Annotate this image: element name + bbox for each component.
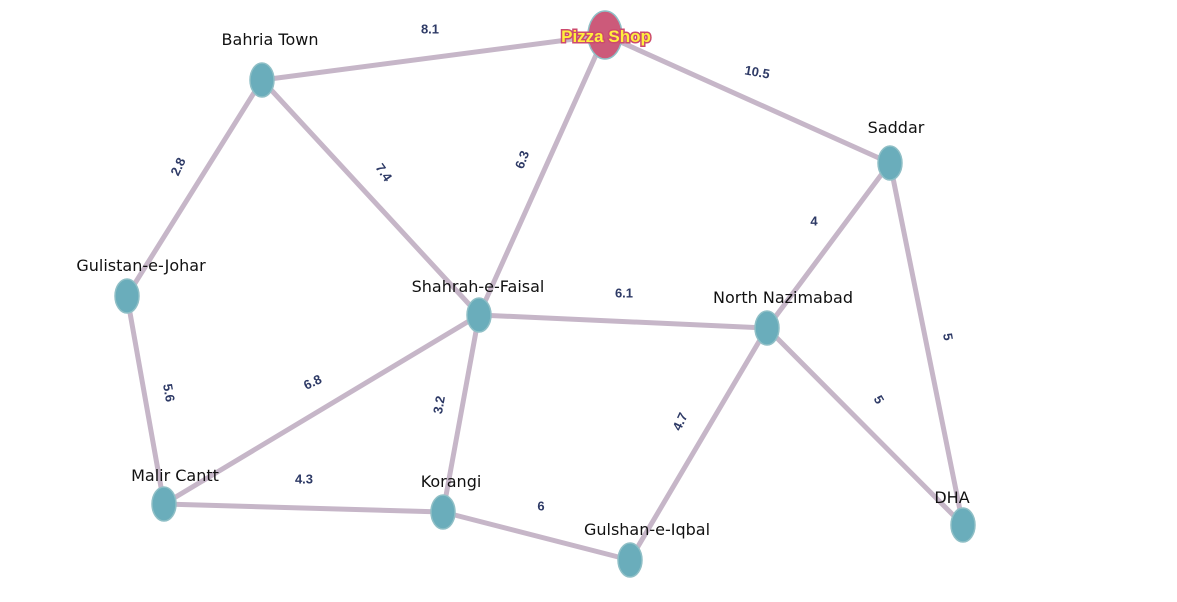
edge-bahria-gulistan xyxy=(124,77,265,299)
node-label-pizza: Pizza Shop xyxy=(561,27,651,46)
node-korangi[interactable] xyxy=(430,494,456,530)
edge-weight-pizza-saddar: 10.5 xyxy=(743,62,771,81)
node-label-dha: DHA xyxy=(934,488,969,507)
edge-weight-pizza-faisal: 6.3 xyxy=(512,149,532,171)
node-label-gulistan: Gulistan-e-Johar xyxy=(76,256,206,275)
edges-layer xyxy=(124,32,966,563)
edge-weight-faisal-nazimabad: 6.1 xyxy=(615,285,633,300)
edge-weight-korangi-gulshan: 6 xyxy=(537,498,544,513)
edge-saddar-nazimabad xyxy=(764,160,893,331)
edge-weight-bahria-gulistan: 2.8 xyxy=(167,155,188,178)
node-nazimabad[interactable] xyxy=(754,310,780,346)
edge-weight-nazimabad-gulshan: 4.7 xyxy=(669,410,690,433)
node-label-korangi: Korangi xyxy=(421,472,482,491)
node-label-nazimabad: North Nazimabad xyxy=(713,288,853,307)
edge-weight-nazimabad-dha: 5 xyxy=(871,393,888,407)
node-faisal[interactable] xyxy=(466,297,492,333)
node-labels-layer: Pizza Shop Bahria TownSaddarGulistan-e-Jo… xyxy=(76,26,969,540)
edge-bahria-pizza xyxy=(259,32,608,83)
edge-saddar-dha xyxy=(887,160,966,528)
edge-faisal-malir xyxy=(161,312,482,507)
nodes-layer xyxy=(114,10,976,578)
node-gulistan[interactable] xyxy=(114,278,140,314)
node-malir[interactable] xyxy=(151,486,177,522)
edge-nazimabad-dha xyxy=(764,325,966,528)
node-label-bahria: Bahria Town xyxy=(222,30,319,49)
node-label-gulshan: Gulshan-e-Iqbal xyxy=(584,520,710,539)
node-label-faisal: Shahrah-e-Faisal xyxy=(412,277,545,296)
edge-faisal-nazimabad xyxy=(476,312,770,331)
edge-weights-layer: 8.1 10.5 6.3 2.8 7.4 4 5 6.1 5.6 6.8 3.2 4.3 6 4.7 5 xyxy=(160,21,956,513)
edge-weight-malir-korangi: 4.3 xyxy=(295,471,313,486)
node-label-saddar: Saddar xyxy=(868,118,925,137)
edge-weight-bahria-faisal: 7.4 xyxy=(373,161,396,185)
node-label-malir: Malir Cantt xyxy=(131,466,219,485)
edge-korangi-gulshan xyxy=(440,509,633,563)
node-pizza[interactable] xyxy=(587,10,623,60)
edge-pizza-saddar xyxy=(602,32,893,166)
edge-pizza-faisal xyxy=(476,32,608,318)
node-saddar[interactable] xyxy=(877,145,903,181)
edge-bahria-faisal xyxy=(259,77,482,318)
edge-weight-saddar-nazimabad: 4 xyxy=(810,213,818,228)
edge-weight-saddar-dha: 5 xyxy=(940,332,956,342)
edge-weight-faisal-malir: 6.8 xyxy=(301,371,324,392)
node-bahria[interactable] xyxy=(249,62,275,98)
edge-weight-faisal-korangi: 3.2 xyxy=(430,395,448,415)
edge-weight-bahria-pizza: 8.1 xyxy=(421,21,439,36)
edge-malir-korangi xyxy=(161,501,446,515)
edge-gulistan-malir xyxy=(124,293,167,507)
edge-faisal-korangi xyxy=(440,312,482,515)
node-gulshan[interactable] xyxy=(617,542,643,578)
node-dha[interactable] xyxy=(950,507,976,543)
edge-nazimabad-gulshan xyxy=(627,325,770,563)
edge-weight-gulistan-malir: 5.6 xyxy=(160,383,178,403)
